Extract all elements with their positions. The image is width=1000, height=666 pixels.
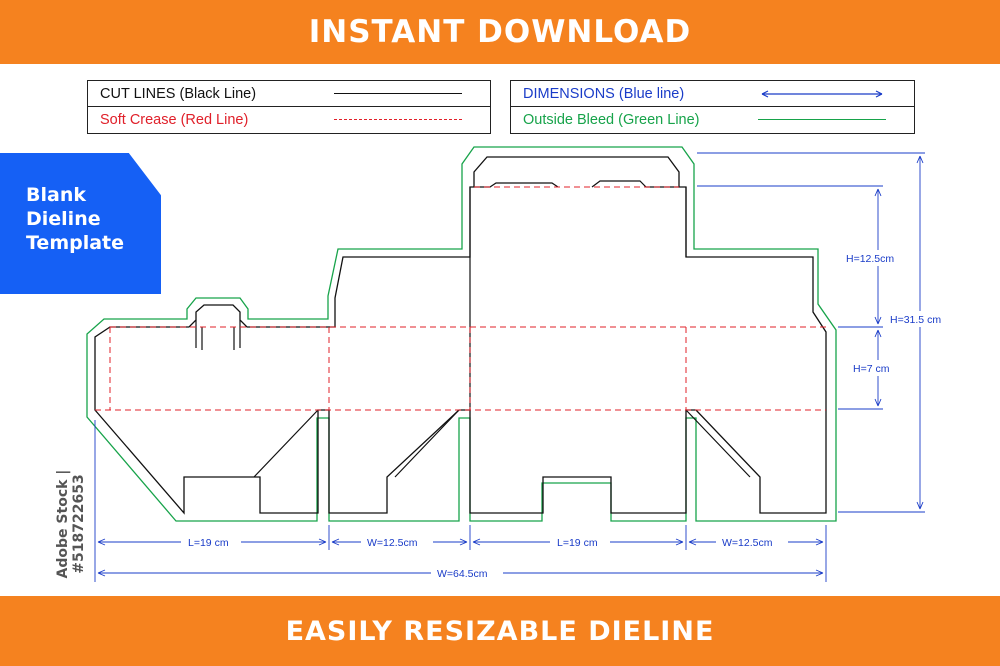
legend-cut-label: CUT LINES (Black Line) [100,85,257,102]
cut-outline [94,156,827,515]
crease-lines [95,186,826,411]
dim-label-h-total: H=31.5 cm [890,314,941,326]
legend-row-cut: CUT LINES (Black Line) [88,81,490,106]
dimension-arrow-sample [761,90,883,98]
inner-cut-lines [195,180,751,478]
legend-bleed-label: Outside Bleed (Green Line) [523,111,700,128]
easily-resizable-banner: EASILY RESIZABLE DIELINE [0,596,1000,666]
tag-line-3: Template [26,232,125,254]
banner-title: INSTANT DOWNLOAD [308,14,692,50]
bleed-outline [86,146,837,522]
instant-download-banner: INSTANT DOWNLOAD [0,0,1000,64]
legend-divider [88,106,490,107]
legend-row-bleed: Outside Bleed (Green Line) [511,107,914,132]
legend-divider [511,106,914,107]
dim-label-w-total: W=64.5cm [437,568,488,580]
legend-dimensions-label: DIMENSIONS (Blue line) [523,85,685,102]
dim-label-h-mid: H=7 cm [853,363,890,375]
dim-label-w2: W=12.5cm [722,537,773,549]
legend-crease-label: Soft Crease (Red Line) [100,111,249,128]
legend-row-dimensions: DIMENSIONS (Blue line) [511,81,914,106]
tag-line-2: Dieline [26,208,101,230]
blank-dieline-tag [0,153,161,294]
legend-dimension-bleed: DIMENSIONS (Blue line) Outside Bleed (Gr… [510,80,915,134]
tag-line-1: Blank [26,184,86,206]
dim-label-l1: L=19 cm [188,537,229,549]
dim-label-l2: L=19 cm [557,537,598,549]
dim-label-w1: W=12.5cm [367,537,418,549]
crease-line-sample [334,119,462,120]
legend-row-crease: Soft Crease (Red Line) [88,107,490,132]
bleed-line-sample [758,119,886,120]
dimension-lines [94,152,925,582]
dim-label-h-top: H=12.5cm [846,253,894,265]
footer-title: EASILY RESIZABLE DIELINE [285,615,715,647]
legend-cut-crease: CUT LINES (Black Line) Soft Crease (Red … [87,80,491,134]
cut-line-sample [334,93,462,94]
blank-dieline-text: Blank Dieline Template [26,183,124,255]
